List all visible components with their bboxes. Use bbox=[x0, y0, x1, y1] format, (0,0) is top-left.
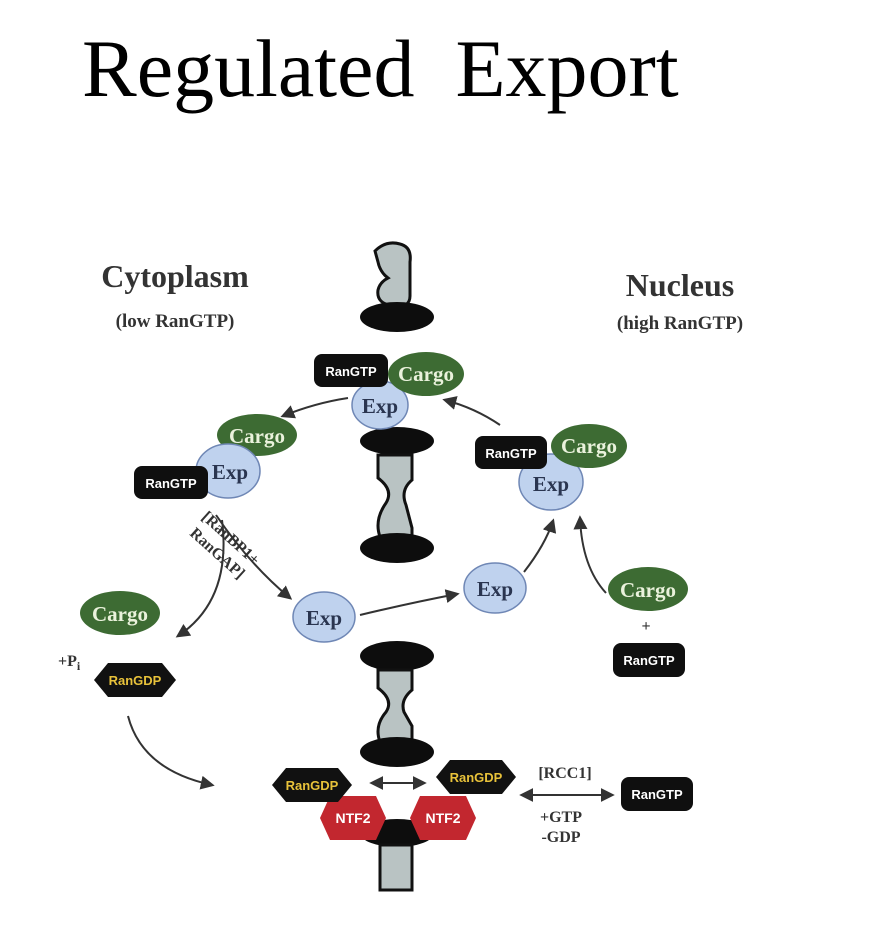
arrow-nucleus-to-pore bbox=[442, 396, 501, 426]
cargo-label: Cargo bbox=[561, 434, 617, 458]
cargo-blob bbox=[388, 352, 464, 396]
arrow-rangdp-to-ntf2 bbox=[127, 715, 215, 790]
arrow-complex-to-cargo bbox=[175, 519, 225, 638]
export-complex-in-pore: Exp RanGTP Cargo bbox=[314, 352, 464, 430]
gtp-label: +GTP bbox=[540, 809, 582, 826]
ntf2-label: NTF2 bbox=[336, 810, 371, 826]
phosphate-label: +Pi bbox=[58, 653, 81, 673]
rcc1-label: [RCC1] bbox=[538, 765, 591, 782]
nuclear-rangtp: RanGTP bbox=[613, 643, 685, 677]
rangdp-ntf2-complex-right: NTF2 RanGDP bbox=[410, 760, 516, 840]
cytoplasm-rangdp: RanGDP bbox=[94, 663, 176, 697]
rangdp-ntf2-complex-left: NTF2 RanGDP bbox=[272, 768, 386, 840]
exp-label: Exp bbox=[362, 394, 398, 418]
cytoplasm-note: (low RanGTP) bbox=[116, 311, 235, 332]
cargo-label: Cargo bbox=[398, 362, 454, 386]
phosphate-text: +P bbox=[58, 653, 77, 670]
nucleus-label: Nucleus bbox=[626, 267, 734, 303]
free-exp-right: Exp bbox=[463, 562, 527, 614]
bottom-rangtp: RanGTP bbox=[621, 777, 693, 811]
rangtp-label: RanGTP bbox=[623, 653, 675, 668]
arrow-pore-to-cytoplasm bbox=[280, 397, 349, 419]
rangdp-label: RanGDP bbox=[109, 673, 162, 688]
rangtp-block bbox=[134, 466, 208, 499]
cytoplasm-label: Cytoplasm bbox=[101, 258, 249, 294]
gdp-label: -GDP bbox=[541, 829, 580, 846]
cargo-label: Cargo bbox=[620, 578, 676, 602]
export-complex-nucleus: Exp RanGTP Cargo bbox=[475, 424, 627, 511]
export-complex-cytoplasm: Cargo Exp RanGTP bbox=[134, 414, 297, 499]
released-cargo: Cargo bbox=[80, 591, 160, 635]
exp-label: Exp bbox=[306, 606, 342, 630]
rangtp-block bbox=[314, 354, 388, 387]
rangtp-label: RanGTP bbox=[325, 364, 377, 379]
exp-label: Exp bbox=[477, 577, 513, 601]
arrow-exp-to-exp bbox=[359, 589, 460, 616]
rangdp-label: RanGDP bbox=[450, 770, 503, 785]
arrow-cargo-to-complex bbox=[573, 515, 607, 594]
rangtp-block bbox=[475, 436, 547, 469]
exp-label: Exp bbox=[533, 472, 569, 496]
plus-sign: + bbox=[641, 618, 650, 635]
rangdp-label: RanGDP bbox=[286, 778, 339, 793]
page-title: Regulated Export bbox=[82, 23, 679, 114]
nuclear-pore-middle bbox=[360, 427, 434, 563]
cargo-label: Cargo bbox=[229, 424, 285, 448]
arrow-exp-to-nuclear-complex bbox=[523, 518, 557, 573]
nuclear-pore-top bbox=[360, 241, 434, 332]
rangtp-label: RanGTP bbox=[145, 476, 197, 491]
nuclear-cargo: Cargo bbox=[608, 567, 688, 611]
rangtp-label: RanGTP bbox=[485, 446, 537, 461]
cargo-label: Cargo bbox=[92, 602, 148, 626]
ntf2-label: NTF2 bbox=[426, 810, 461, 826]
cargo-blob bbox=[551, 424, 627, 468]
rangtp-label: RanGTP bbox=[631, 787, 683, 802]
nucleus-note: (high RanGTP) bbox=[617, 313, 743, 334]
free-exp-left: Exp bbox=[292, 591, 356, 643]
nuclear-pore-lower bbox=[360, 641, 434, 767]
exp-label: Exp bbox=[212, 460, 248, 484]
phosphate-subscript: i bbox=[77, 659, 81, 673]
